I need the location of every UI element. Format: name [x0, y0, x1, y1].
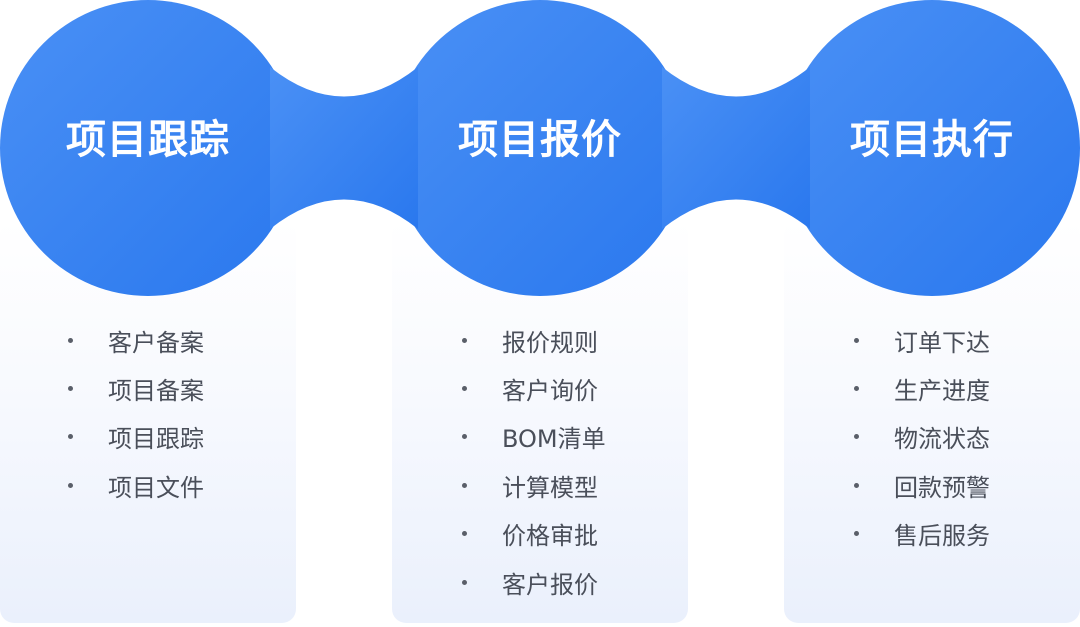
bullet-dot: [854, 386, 859, 392]
list-item-label: 项目文件: [108, 473, 204, 502]
bullet-dot: [462, 579, 467, 585]
bullet-dot: [462, 337, 467, 343]
stage-circle-quotation: [392, 0, 688, 296]
stage-circle-tracking: [0, 0, 296, 296]
list-item: 项目备案: [60, 364, 204, 412]
bullet-dot: [854, 482, 859, 488]
bullet-dot: [854, 531, 859, 537]
connector-bridge-2: [662, 67, 810, 229]
stage-circle-execution: [784, 0, 1080, 296]
list-item-label: 项目跟踪: [108, 425, 204, 454]
list-item-label: 项目备案: [108, 377, 204, 406]
list-item-label: 订单下达: [894, 328, 990, 357]
bullet-dot: [68, 337, 73, 343]
list-item-label: 物流状态: [894, 425, 990, 454]
list-item-label: 售后服务: [894, 522, 990, 551]
bullet-dot: [462, 434, 467, 440]
bullet-dot: [462, 531, 467, 537]
list-item-label: 报价规则: [502, 328, 598, 357]
stage-items-quotation: 报价规则 客户询价 BOM清单 计算模型 价格审批 客户报价: [454, 316, 606, 606]
stage-title-execution: 项目执行: [850, 117, 1014, 163]
list-item-label: 生产进度: [894, 377, 990, 406]
bullet-dot: [68, 434, 73, 440]
list-item: 物流状态: [846, 413, 990, 461]
list-item-label: 价格审批: [502, 522, 598, 551]
list-item: 项目跟踪: [60, 413, 204, 461]
stage-items-tracking: 客户备案 项目备案 项目跟踪 项目文件: [60, 316, 204, 510]
bullet-dot: [68, 482, 73, 488]
list-item: 报价规则: [454, 316, 606, 364]
list-item: 价格审批: [454, 510, 606, 558]
connector-bridge-1: [270, 67, 418, 229]
list-item-label: 客户报价: [502, 570, 598, 599]
bullet-dot: [462, 386, 467, 392]
list-item-label: 回款预警: [894, 473, 990, 502]
list-item: 订单下达: [846, 316, 990, 364]
list-item: 项目文件: [60, 461, 204, 509]
list-item-label: 计算模型: [502, 473, 598, 502]
list-item: 回款预警: [846, 461, 990, 509]
list-item: 客户询价: [454, 364, 606, 412]
bullet-dot: [462, 482, 467, 488]
bullet-dot: [854, 337, 859, 343]
list-item-label: 客户询价: [502, 377, 598, 406]
list-item: 售后服务: [846, 510, 990, 558]
list-item-label: 客户备案: [108, 328, 204, 357]
list-item-label: BOM清单: [502, 425, 606, 454]
bullet-dot: [854, 434, 859, 440]
list-item: BOM清单: [454, 413, 606, 461]
list-item: 生产进度: [846, 364, 990, 412]
list-item: 计算模型: [454, 461, 606, 509]
connected-circles-band: [0, 0, 1080, 296]
list-item: 客户报价: [454, 558, 606, 606]
list-item: 客户备案: [60, 316, 204, 364]
stage-items-execution: 订单下达 生产进度 物流状态 回款预警 售后服务: [846, 316, 990, 558]
bullet-dot: [68, 386, 73, 392]
stage-title-tracking: 项目跟踪: [66, 117, 230, 163]
stage-title-quotation: 项目报价: [458, 117, 622, 163]
